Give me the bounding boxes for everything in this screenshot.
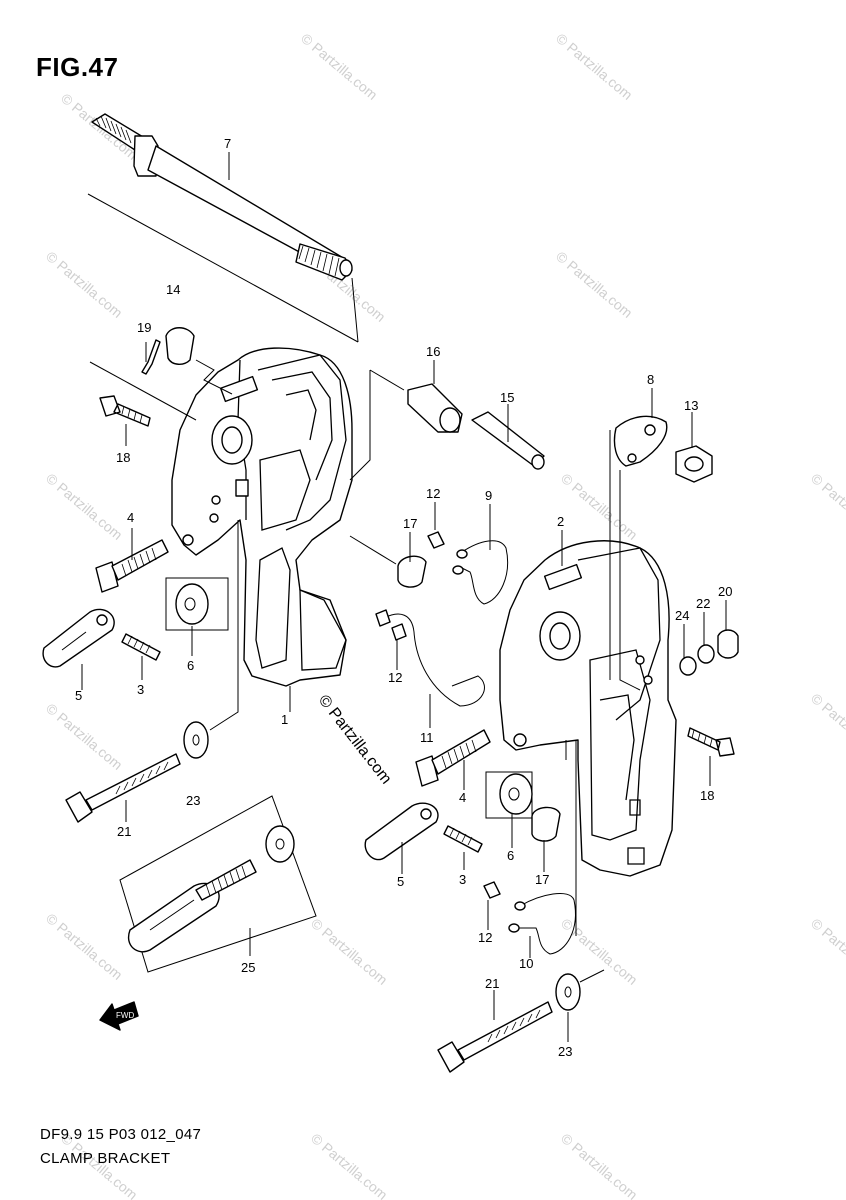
leader-lines (81, 152, 727, 1042)
watermark: © Partzilla.com (43, 910, 126, 983)
watermark: © Partzilla.com (553, 248, 636, 321)
figure-code: DF9.9 15 P03 012_047 (40, 1126, 202, 1143)
clamp-bracket-right-part (499, 540, 677, 877)
callout-7: 7 (224, 136, 231, 151)
collar-17-right-part (531, 806, 561, 842)
callout-12: 12 (478, 930, 492, 945)
callout-15: 15 (500, 390, 514, 405)
callout-4: 4 (459, 790, 466, 805)
lever-assembly-25-part (127, 882, 220, 953)
fwd-label: FWD (116, 1011, 134, 1020)
callout-labels: 7 14 19 18 4 6 3 5 1 23 21 25 16 15 12 9… (75, 136, 732, 1059)
figure-title: FIG.47 (36, 52, 119, 82)
callout-25: 25 (241, 960, 255, 975)
bolt-21-right-part (437, 1041, 465, 1073)
callout-14: 14 (166, 282, 180, 297)
watermark: © Partzilla.com (558, 470, 641, 543)
adjuster-4-right-part (415, 755, 439, 787)
callout-2: 2 (557, 514, 564, 529)
collar-17-part (397, 555, 427, 588)
callout-18: 18 (700, 788, 714, 803)
cotter-pin-part (141, 339, 161, 375)
watermark: © Partzilla.com (298, 30, 381, 103)
washer-23-left-part (183, 721, 209, 759)
clamp-bracket-left-part (171, 347, 353, 687)
adjuster-4-left-part (95, 561, 119, 593)
lever-5-right-part (364, 802, 439, 861)
watermark: © Partzilla.com (558, 1130, 641, 1200)
plate-8-part (613, 415, 668, 467)
callout-10: 10 (519, 956, 533, 971)
callout-5: 5 (75, 688, 82, 703)
watermark: © Partzilla.com (808, 690, 846, 763)
screw-3-right-part (443, 825, 483, 853)
callout-12: 12 (426, 486, 440, 501)
callout-21: 21 (117, 824, 131, 839)
watermark: © Partzilla.com (308, 915, 391, 988)
callout-21: 21 (485, 976, 499, 991)
watermark: © Partzilla.com (808, 915, 846, 988)
screw-3-left-part (121, 633, 161, 661)
thru-shaft-part (91, 113, 353, 281)
watermark: © Partzilla.com (808, 470, 846, 543)
cap-20-part (717, 629, 739, 659)
callout-12: 12 (388, 670, 402, 685)
watermark: © Partzilla.com (308, 1130, 391, 1200)
watermark: © Partzilla.com (553, 30, 636, 103)
figure-name: CLAMP BRACKET (40, 1150, 171, 1167)
forward-direction-arrow: FWD (99, 1001, 139, 1031)
callout-8: 8 (647, 372, 654, 387)
wire-10-part (514, 893, 576, 955)
callout-17: 17 (535, 872, 549, 887)
wire-11-part (383, 613, 485, 707)
callout-23: 23 (186, 793, 200, 808)
callout-23: 23 (558, 1044, 572, 1059)
callout-6: 6 (507, 848, 514, 863)
callout-9: 9 (485, 488, 492, 503)
screw-12-right-part (483, 881, 501, 899)
callout-19: 19 (137, 320, 151, 335)
callout-6: 6 (187, 658, 194, 673)
callout-16: 16 (426, 344, 440, 359)
washer-23-right-part (555, 973, 581, 1011)
callout-13: 13 (684, 398, 698, 413)
callout-11: 11 (420, 730, 434, 745)
washer-24-part (679, 656, 697, 676)
bolt-18-left-part (99, 395, 151, 427)
pad-6-left-part (175, 583, 209, 625)
callout-5: 5 (397, 874, 404, 889)
callout-22: 22 (696, 596, 710, 611)
callout-20: 20 (718, 584, 732, 599)
cap-part (165, 327, 195, 365)
washer-22-part (697, 644, 715, 664)
callout-24: 24 (675, 608, 689, 623)
callout-3: 3 (137, 682, 144, 697)
callout-1: 1 (281, 712, 288, 727)
callout-18: 18 (116, 450, 130, 465)
callout-17: 17 (403, 516, 417, 531)
watermark-main: © Partzilla.com (315, 692, 395, 787)
watermark: © Partzilla.com (43, 470, 126, 543)
watermark: © Partzilla.com (43, 248, 126, 321)
callout-4: 4 (127, 510, 134, 525)
screw-12-part (427, 531, 445, 549)
leader-line (87, 193, 359, 343)
watermark: © Partzilla.com (43, 700, 126, 773)
callout-3: 3 (459, 872, 466, 887)
bolt-21-left-part (65, 791, 93, 823)
pad-6-right-part (499, 773, 533, 815)
